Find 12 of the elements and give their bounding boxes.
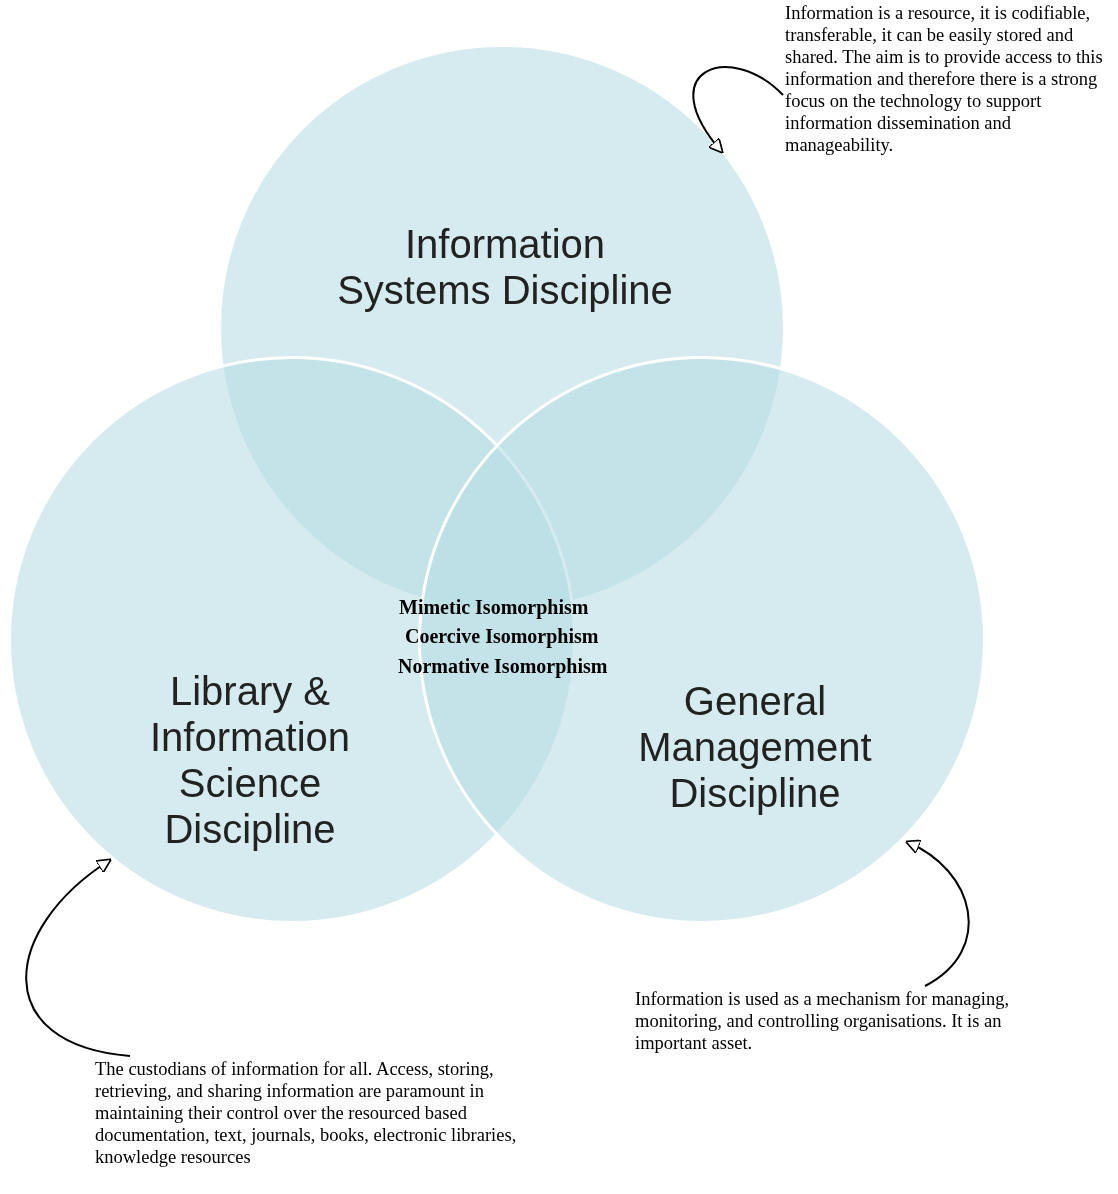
curved-arrow (904, 840, 970, 987)
circle-title: General Management Discipline (637, 678, 873, 816)
circle-title: Library & Information Science Discipline (148, 668, 352, 852)
circle-title: Information Systems Discipline (336, 221, 674, 313)
description-text: The custodians of information for all. Access, storing, retrieving, and sharing information are paramount in maintaining their control over the resourced based documentation, text, journals, books, electronic libraries, knowledge resources (95, 1058, 565, 1168)
curved-arrow (692, 66, 784, 154)
description-text: Information is used as a mechanism for managing, monitoring, and controlling organisations. It is an important asset. (635, 988, 1035, 1054)
isomorphism-label: Mimetic Isomorphism (399, 596, 589, 619)
isomorphism-label: Coercive Isomorphism (405, 625, 599, 648)
description-text: Information is a resource, it is codifiable, transferable, it can be easily stored and shared. The aim is to provide access to this information and therefore there is a strong focus on the technology to support information dissemination and manageability. (785, 2, 1118, 156)
curved-arrow (25, 858, 131, 1057)
isomorphism-label: Normative Isomorphism (398, 655, 608, 678)
